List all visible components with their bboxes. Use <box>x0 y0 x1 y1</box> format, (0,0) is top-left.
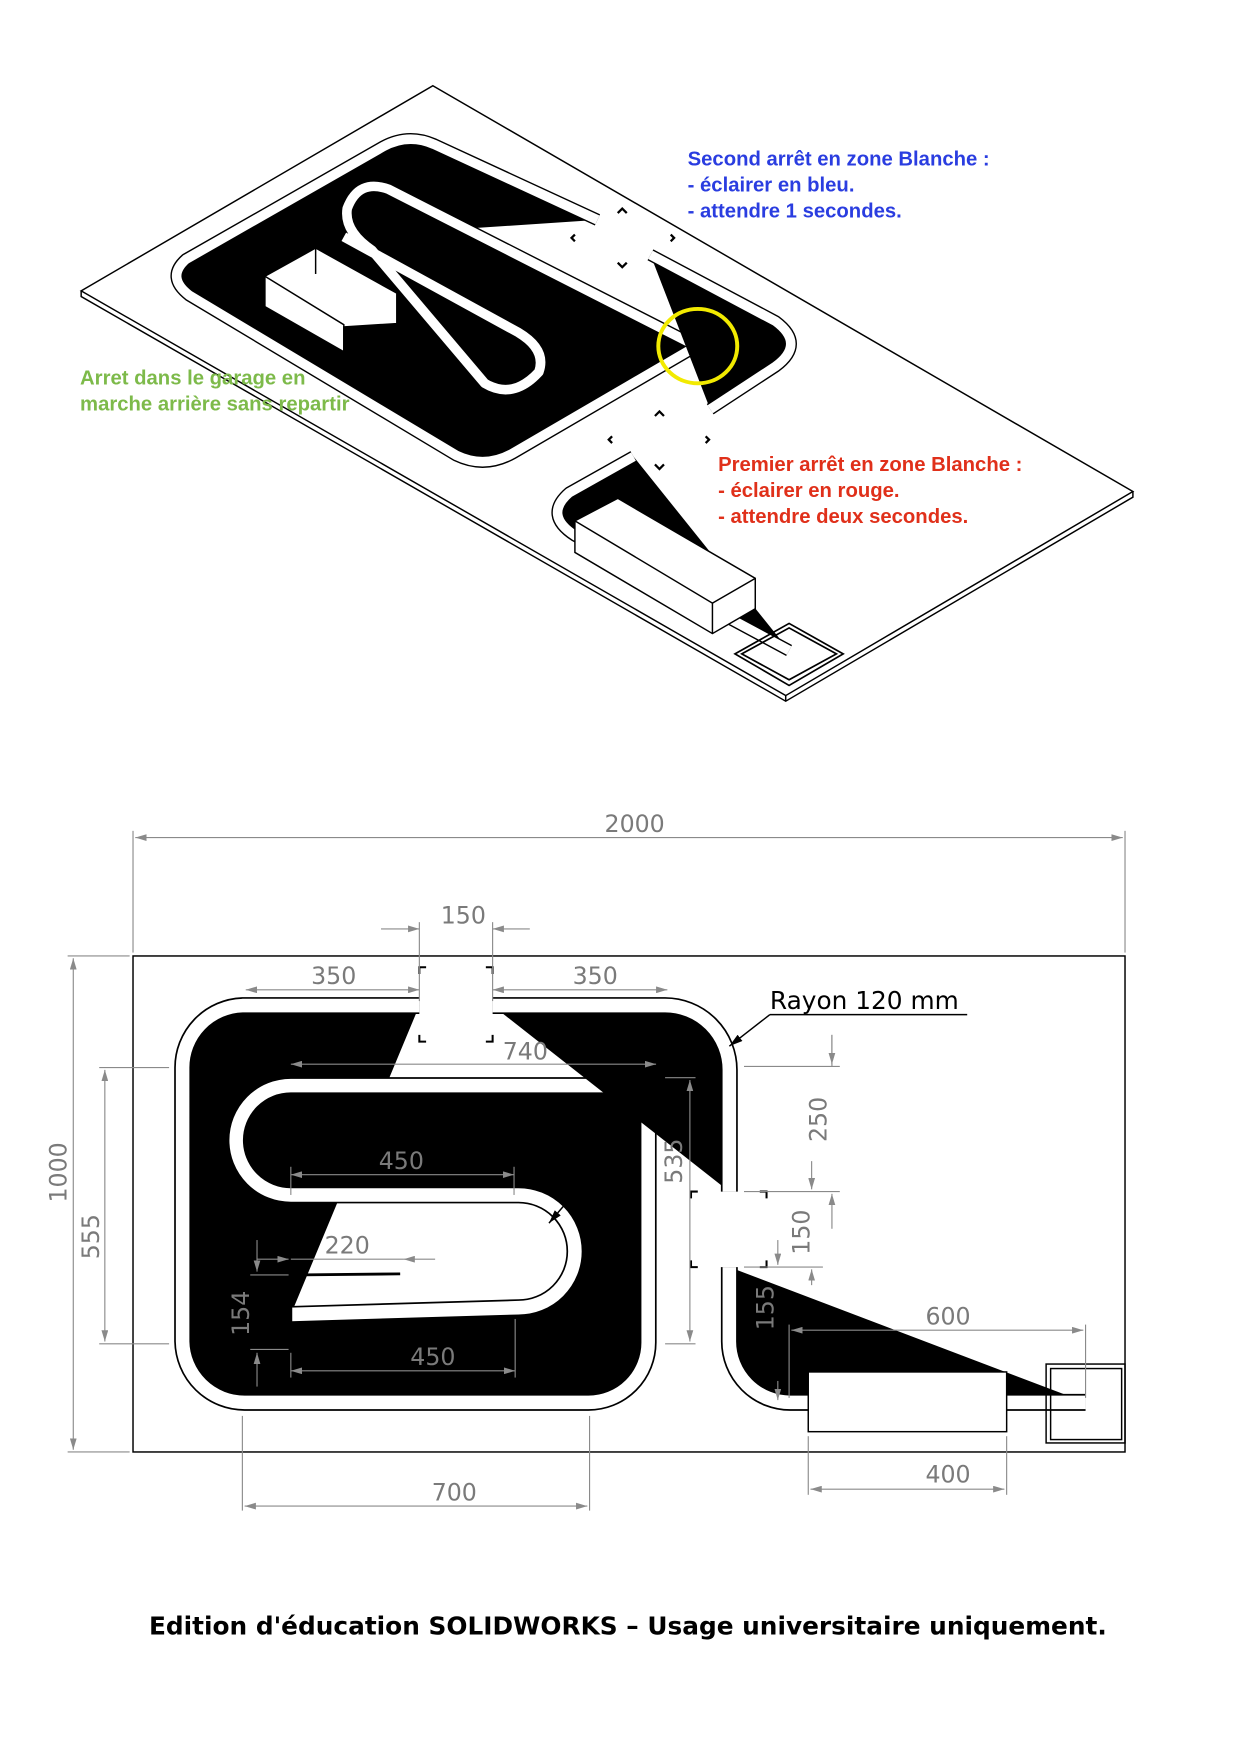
svg-text:154: 154 <box>227 1291 255 1336</box>
svg-text:Second arrêt en zone Blanche :: Second arrêt en zone Blanche : <box>688 149 990 171</box>
svg-text:2000: 2000 <box>605 810 665 838</box>
svg-text:- éclairer en rouge.: - éclairer en rouge. <box>718 480 899 502</box>
isometric-view: Second arrêt en zone Blanche : - éclaire… <box>79 84 1135 703</box>
first-stop-note: Premier arrêt en zone Blanche : - éclair… <box>718 454 1022 528</box>
svg-text:Rayon 120 mm: Rayon 120 mm <box>770 986 959 1015</box>
svg-text:- éclairer en bleu.: - éclairer en bleu. <box>688 175 855 197</box>
svg-text:Premier arrêt en zone Blanche: Premier arrêt en zone Blanche : <box>718 454 1022 476</box>
svg-text:400: 400 <box>925 1460 970 1488</box>
svg-text:250: 250 <box>804 1097 832 1142</box>
dimension-values: 2000 1000 150 350 350 740 450 535 555 25… <box>45 810 971 1506</box>
svg-text:350: 350 <box>573 962 618 990</box>
svg-text:600: 600 <box>925 1303 970 1331</box>
track <box>183 1006 1086 1403</box>
svg-text:Arret dans le garage en: Arret dans le garage en <box>80 367 305 389</box>
svg-text:450: 450 <box>410 1343 455 1371</box>
svg-text:marche arrière sans repartir: marche arrière sans repartir <box>80 393 350 415</box>
svg-text:555: 555 <box>77 1214 105 1259</box>
iso-garage-square <box>733 622 845 687</box>
second-stop-note: Second arrêt en zone Blanche : - éclaire… <box>688 149 990 223</box>
svg-text:150: 150 <box>441 901 486 929</box>
tunnel-box <box>807 1371 1008 1433</box>
dimension-lines <box>67 830 1126 1511</box>
highlight-circle <box>656 306 740 386</box>
svg-text:- attendre 1 secondes.: - attendre 1 secondes. <box>688 201 902 223</box>
svg-text:535: 535 <box>660 1139 688 1184</box>
iso-tunnel-box <box>574 497 757 635</box>
garage-lines <box>289 1272 402 1351</box>
svg-text:R 100 mm: R 100 mm <box>481 1118 610 1147</box>
iso-garage-box <box>264 247 398 354</box>
svg-text:700: 700 <box>432 1478 477 1506</box>
garage-note: Arret dans le garage en marche arrière s… <box>80 367 350 415</box>
svg-text:1000: 1000 <box>45 1142 73 1202</box>
svg-text:220: 220 <box>325 1232 370 1260</box>
svg-text:450: 450 <box>379 1147 424 1175</box>
svg-text:350: 350 <box>311 962 356 990</box>
svg-text:155: 155 <box>751 1285 779 1330</box>
plate-outline <box>132 955 1126 1453</box>
radius-callouts: Rayon 120 mm R 100 mm <box>481 986 968 1224</box>
top-view: 2000 1000 150 350 350 740 450 535 555 25… <box>45 810 1126 1511</box>
svg-text:- attendre deux secondes.: - attendre deux secondes. <box>718 506 968 528</box>
iso-stop-markers <box>569 206 711 471</box>
svg-text:740: 740 <box>503 1038 548 1066</box>
footer-watermark: Edition d'éducation SOLIDWORKS – Usage u… <box>149 1612 1107 1641</box>
svg-text:150: 150 <box>787 1210 815 1255</box>
